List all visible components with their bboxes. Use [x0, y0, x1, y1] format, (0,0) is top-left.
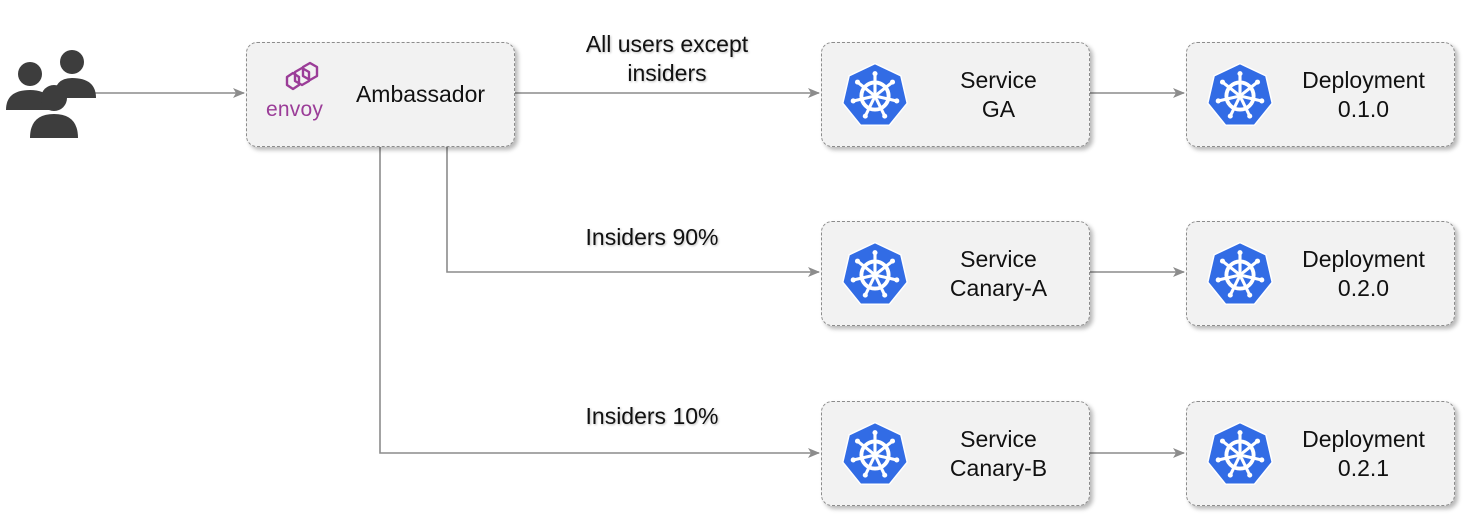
service-canary-b-line1: Service	[960, 425, 1037, 452]
service-ga-line2: GA	[981, 95, 1016, 122]
service-ga-label: Service GA	[914, 43, 1083, 146]
edge-label-ga-line2: insiders	[627, 60, 707, 86]
kubernetes-icon	[842, 62, 908, 126]
service-canary-a-node[interactable]: Service Canary-A	[821, 221, 1090, 326]
deployment-010-node[interactable]: Deployment 0.1.0	[1186, 42, 1455, 147]
service-canary-b-label: Service Canary-B	[914, 402, 1083, 505]
kubernetes-icon	[1207, 421, 1273, 485]
kubernetes-icon	[842, 241, 908, 305]
envoy-logo-text: envoy	[266, 98, 324, 121]
service-canary-a-label: Service Canary-A	[914, 222, 1083, 325]
edge-label-canary-a: Insiders 90%	[585, 224, 719, 250]
users-icon	[6, 50, 96, 138]
kubernetes-icon	[1207, 241, 1273, 305]
deployment-010-line2: 0.1.0	[1337, 95, 1390, 122]
ambassador-node[interactable]: envoy Ambassador	[246, 42, 515, 147]
edge-label-ga: All users except insiders	[552, 30, 782, 88]
deployment-020-line2: 0.2.0	[1337, 274, 1390, 301]
service-ga-node[interactable]: Service GA	[821, 42, 1090, 147]
edge-label-ga-line1: All users except	[585, 31, 749, 57]
deployment-010-line1: Deployment	[1302, 66, 1425, 93]
deployment-020-node[interactable]: Deployment 0.2.0	[1186, 221, 1455, 326]
kubernetes-icon	[1207, 62, 1273, 126]
service-canary-b-node[interactable]: Service Canary-B	[821, 401, 1090, 506]
service-canary-b-line2: Canary-B	[949, 454, 1048, 481]
deployment-021-line1: Deployment	[1302, 425, 1425, 452]
deployment-021-line2: 0.2.1	[1337, 454, 1390, 481]
edge-ambassador-to-canary-b	[379, 147, 820, 458]
ambassador-title: Ambassador	[355, 81, 486, 107]
edge-label-canary-b: Insiders 10%	[585, 403, 719, 429]
deployment-020-label: Deployment 0.2.0	[1279, 222, 1448, 325]
edge-ambassador-to-canary-a	[446, 147, 820, 277]
deployment-021-label: Deployment 0.2.1	[1279, 402, 1448, 505]
deployment-010-label: Deployment 0.1.0	[1279, 43, 1448, 146]
deployment-021-node[interactable]: Deployment 0.2.1	[1186, 401, 1455, 506]
service-canary-a-line1: Service	[960, 245, 1037, 272]
ambassador-label: Ambassador	[337, 43, 504, 146]
deployment-020-line1: Deployment	[1302, 245, 1425, 272]
service-ga-line1: Service	[960, 66, 1037, 93]
kubernetes-icon	[842, 421, 908, 485]
service-canary-a-line2: Canary-A	[949, 274, 1048, 301]
envoy-logo-icon	[285, 61, 319, 91]
